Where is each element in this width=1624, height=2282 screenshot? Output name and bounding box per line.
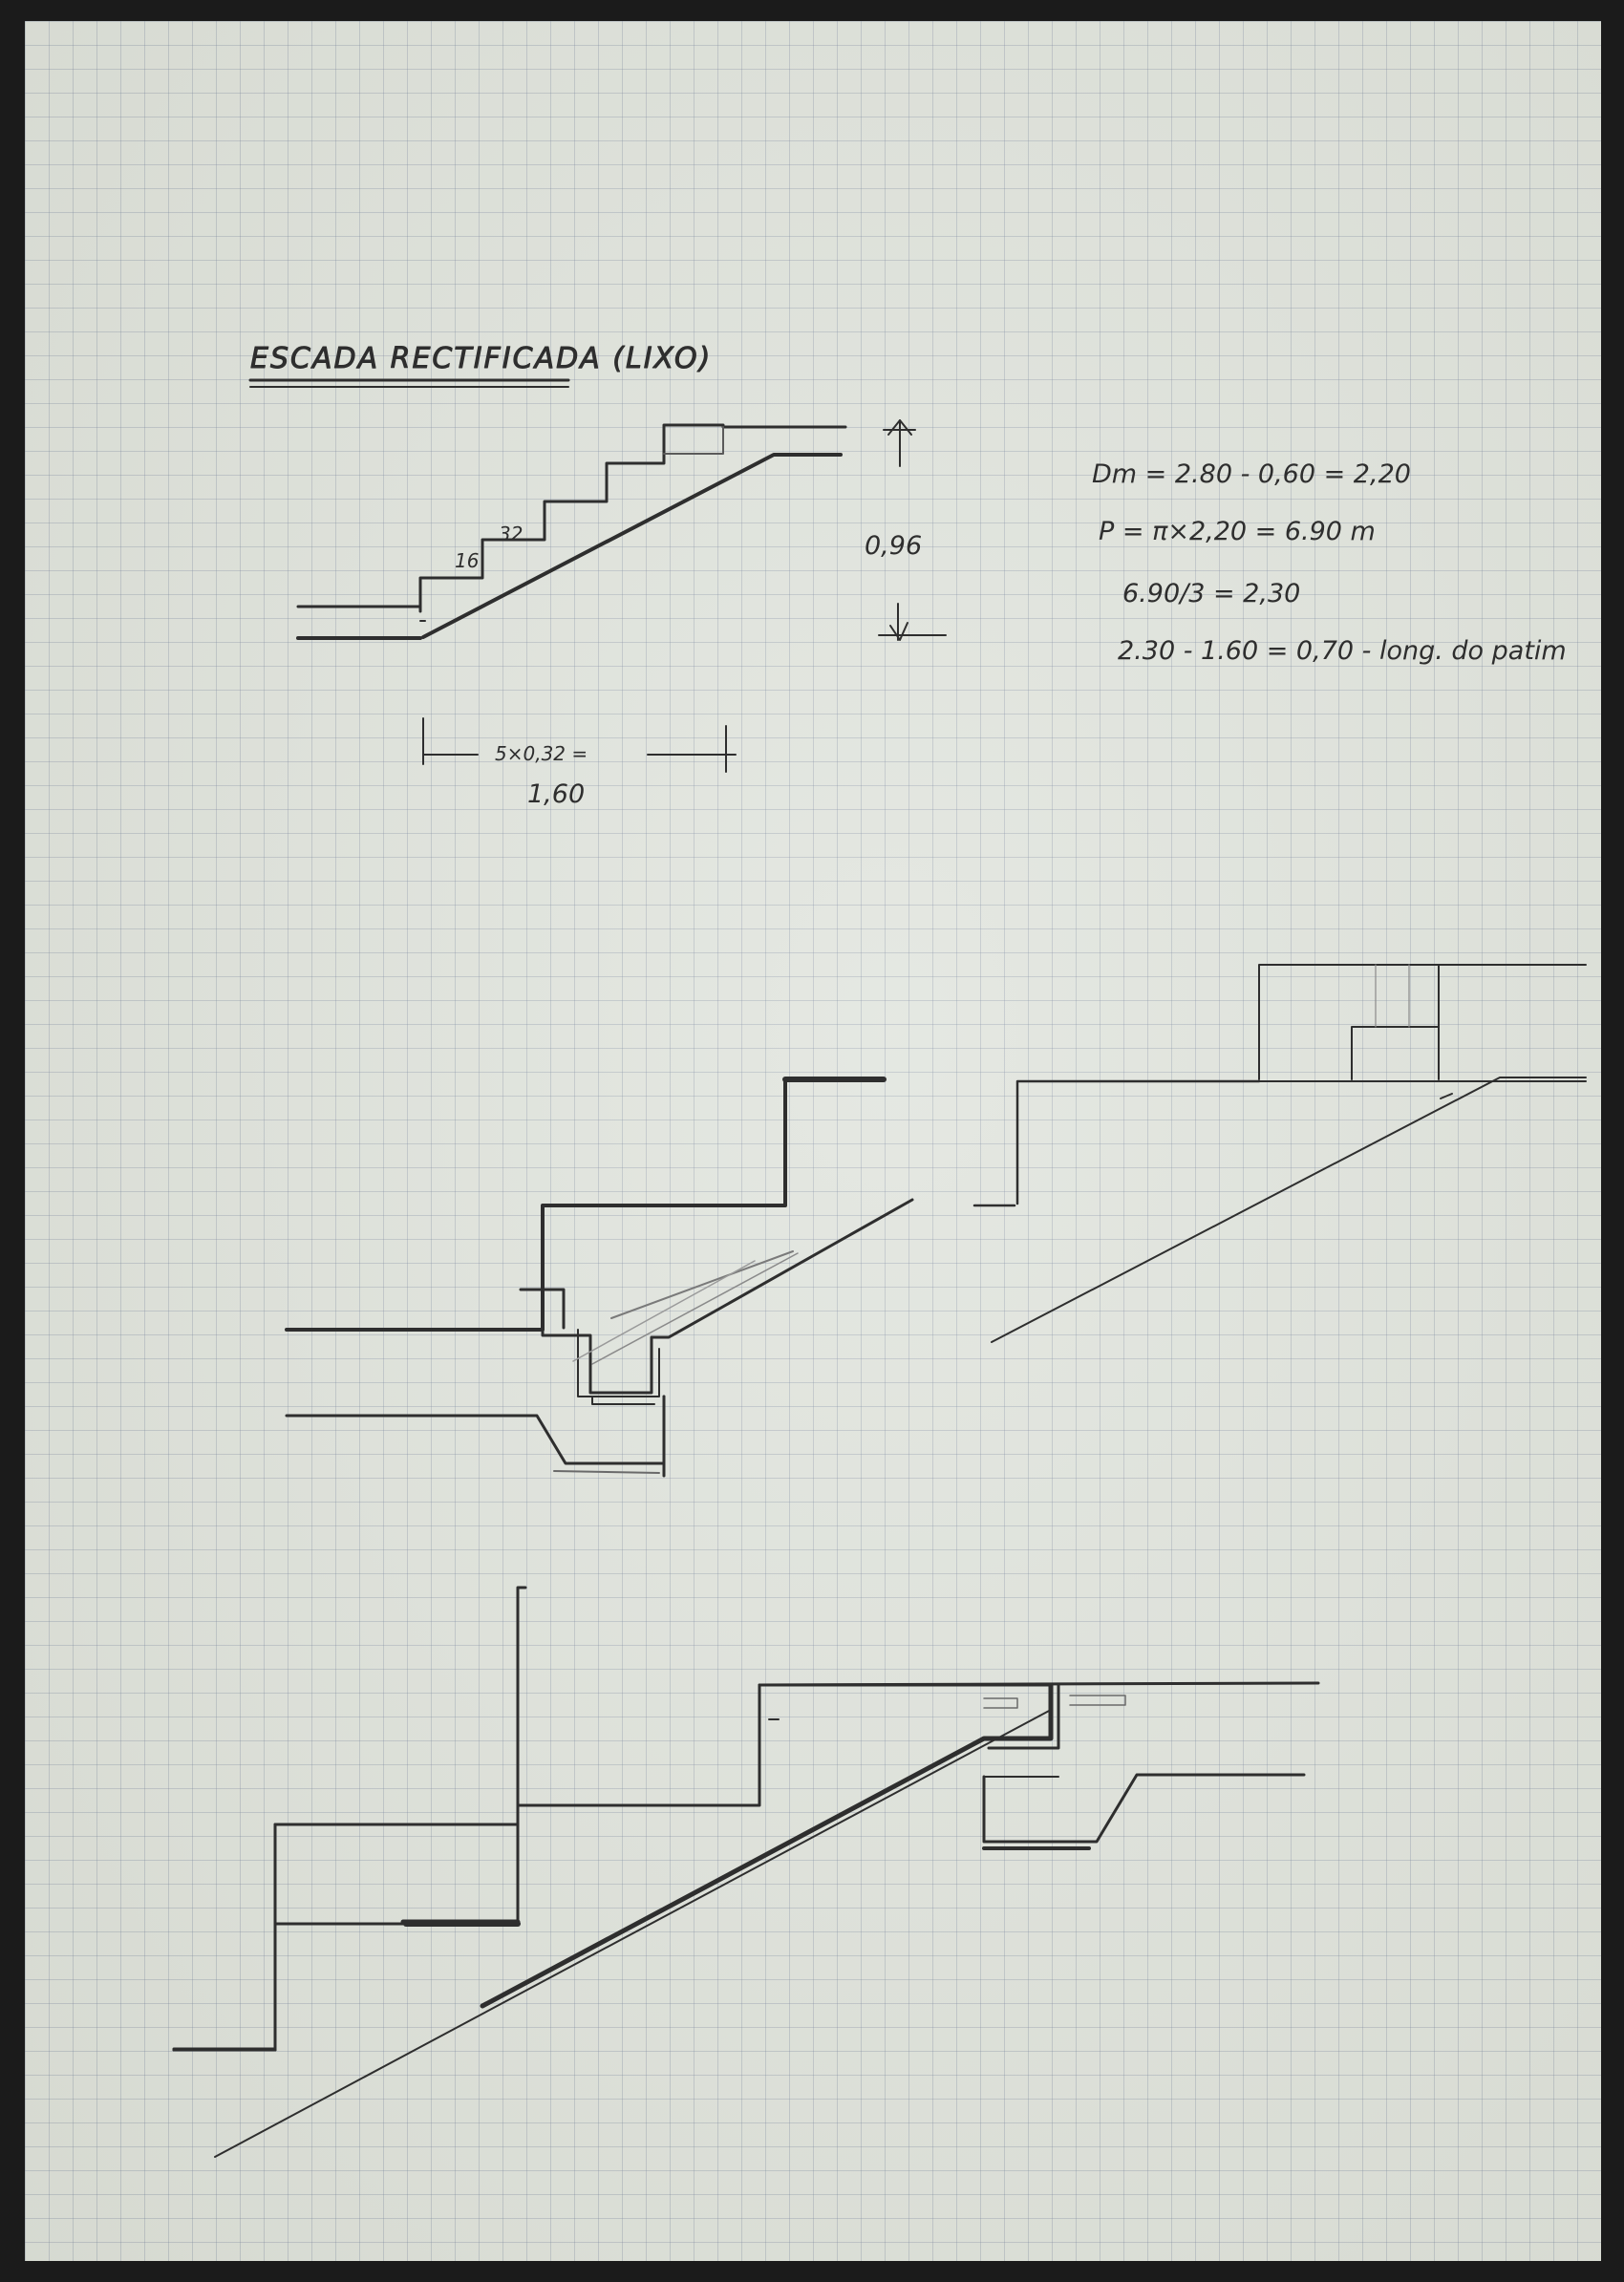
title-block: ESCADA RECTIFICADA (LIXO) <box>248 342 712 388</box>
calc-line-4: 2.30 - 1.60 = 0,70 - long. do patim <box>1118 636 1567 666</box>
stair-outline-bottom <box>172 1681 1320 2158</box>
small-stair-section <box>296 423 847 640</box>
calc-line-3: 6.90/3 = 2,30 <box>1122 579 1300 608</box>
page-title: ESCADA RECTIFICADA (LIXO) <box>250 342 712 375</box>
landing-plan-right <box>972 964 1587 1343</box>
height-dimension <box>878 419 947 641</box>
tread-label: 32 <box>499 523 523 545</box>
run-dimension <box>422 717 737 773</box>
calculation-notes: Dm = 2.80 - 0,60 = 2,20 P = π×2,20 = 6.9… <box>1092 459 1567 666</box>
calc-line-2: P = π×2,20 = 6.90 m <box>1099 517 1376 546</box>
dimension-labels: 32 16 0,96 5×0,32 = 1,60 <box>455 523 922 809</box>
stair-flight-bottom <box>172 1586 527 2052</box>
calc-line-1: Dm = 2.80 - 0,60 = 2,20 <box>1092 459 1411 489</box>
riser-label: 16 <box>455 549 479 572</box>
landing-detail-left <box>285 1077 914 1478</box>
run-formula-label: 5×0,32 = <box>495 742 588 765</box>
run-value-label: 1,60 <box>527 779 585 809</box>
height-label: 0,96 <box>865 531 922 561</box>
